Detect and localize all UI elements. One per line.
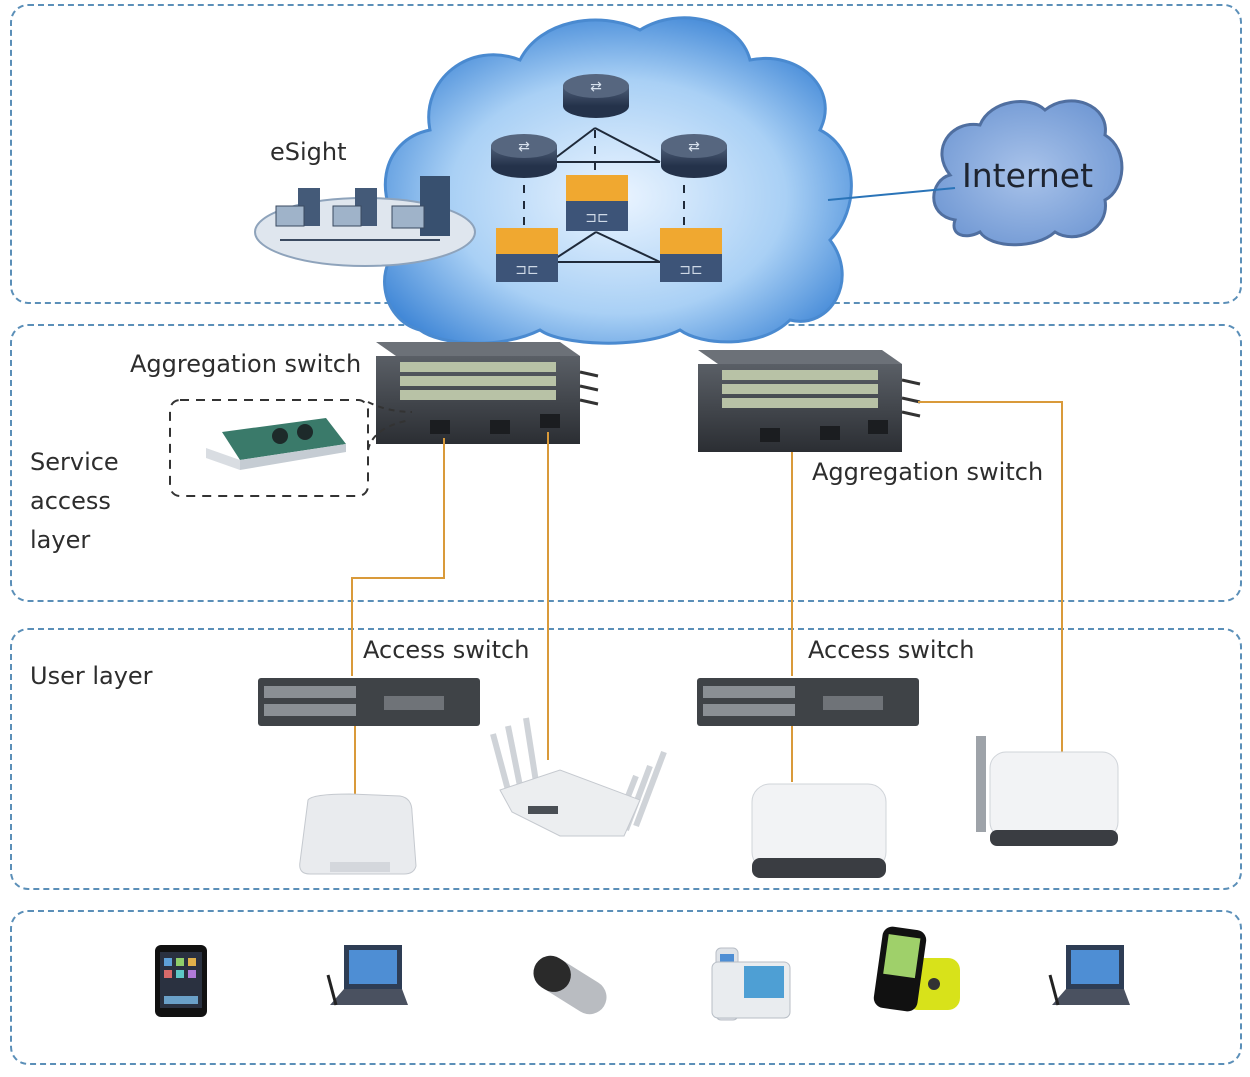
internet-label: Internet xyxy=(962,156,1094,195)
multi-antenna-ap-icon xyxy=(490,717,667,837)
service-access-layer-label-line: access xyxy=(30,487,111,515)
laptop-icon xyxy=(1048,945,1130,1006)
svg-text:⇄: ⇄ xyxy=(518,139,530,155)
terminal-layer-box xyxy=(10,910,1242,1065)
service-access-layer-label-line: layer xyxy=(30,526,91,554)
desk-phone-icon xyxy=(711,947,791,1021)
aggregation-switch-right-label: Aggregation switch xyxy=(812,458,1044,486)
router-icon: ⇄ xyxy=(661,134,727,178)
core-links xyxy=(523,127,685,263)
svg-text:⇄: ⇄ xyxy=(590,79,602,95)
laptop-icon xyxy=(326,945,408,1006)
service-access-layer-label: Service access layer xyxy=(30,443,119,560)
internet-cloud xyxy=(932,99,1124,247)
service-access-layer-label-line: Service xyxy=(30,448,119,476)
user-layer-label: User layer xyxy=(30,662,153,690)
wireless-mouse-icon xyxy=(533,955,607,1015)
firewall-icon: ⊐⊏ xyxy=(660,228,722,282)
firewall-icon: ⊐⊏ xyxy=(496,228,558,282)
svg-text:⊐⊏: ⊐⊏ xyxy=(585,210,608,226)
ceiling-ap-icon xyxy=(299,793,417,875)
external-antenna-ap-icon xyxy=(976,736,1119,846)
smartphone-icon xyxy=(155,945,207,1017)
mobile-phone-icon xyxy=(873,926,960,1012)
access-switch-left-icon xyxy=(258,678,480,726)
line-card-callout xyxy=(169,399,413,497)
router-icon: ⇄ xyxy=(563,74,629,118)
aggregation-switch-left-icon xyxy=(376,342,599,444)
firewall-icon: ⊐⊏ xyxy=(566,175,628,231)
access-switch-right-icon xyxy=(697,678,919,726)
user-layer-box xyxy=(10,628,1242,890)
internet-link xyxy=(827,187,956,201)
esight-platform-icon xyxy=(254,176,476,267)
access-switch-left-label: Access switch xyxy=(363,636,530,664)
uplink-wires xyxy=(351,401,1063,800)
svg-text:⇄: ⇄ xyxy=(688,139,700,155)
aggregation-switch-right-icon xyxy=(698,350,921,452)
access-switch-right-label: Access switch xyxy=(808,636,975,664)
svg-text:⊐⊏: ⊐⊏ xyxy=(679,262,702,278)
aggregation-switch-left-label: Aggregation switch xyxy=(130,350,362,378)
esight-label: eSight xyxy=(270,138,347,166)
ceiling-ap-icon xyxy=(751,783,887,878)
router-icon: ⇄ xyxy=(491,134,557,178)
svg-text:⊐⊏: ⊐⊏ xyxy=(515,262,538,278)
